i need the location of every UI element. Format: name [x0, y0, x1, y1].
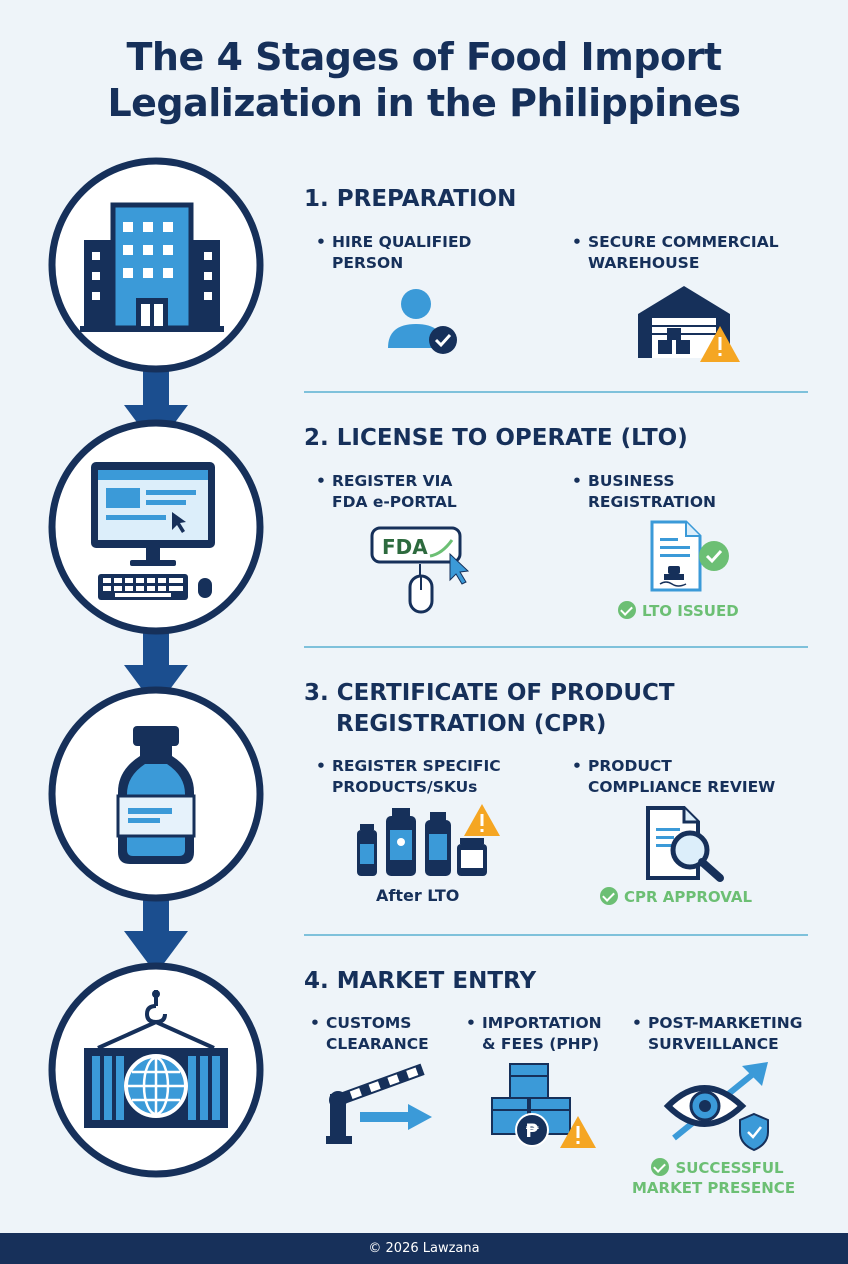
stage-1-title: 1. PREPARATION — [304, 186, 517, 212]
bottle-icon — [116, 726, 196, 864]
shipping-container-icon — [84, 990, 228, 1128]
stage-1-bullet-qualified-person: • HIRE QUALIFIED PERSON — [316, 233, 472, 272]
bottle-sku-1 — [357, 824, 377, 876]
stage-1-bullet-warehouse: • SECURE COMMERCIAL WAREHOUSE — [572, 233, 779, 272]
peso-symbol: ₱ — [525, 1120, 539, 1142]
office-building-icon — [80, 202, 224, 332]
stage-4-bullet-customs: • CUSTOMS CLEARANCE — [310, 1014, 429, 1053]
arrow-3-to-4 — [124, 896, 188, 974]
document-stamp-icon — [650, 520, 729, 592]
check-circle-icon — [600, 887, 618, 905]
eye-shield-icon — [663, 1062, 769, 1152]
title-line-1: The 4 Stages of Food Import — [126, 35, 722, 79]
stage-4-bullet-surveillance: • POST-MARKETING SURVEILLANCE — [632, 1014, 803, 1053]
divider-3 — [304, 934, 808, 936]
fda-logo-text: FDA — [382, 535, 428, 559]
bottle-sku-3 — [425, 812, 451, 876]
after-lto-caption: After LTO — [376, 886, 460, 905]
barrier-arrow-icon — [326, 1063, 432, 1144]
computer-icon — [91, 462, 215, 600]
bottle-sku-4 — [457, 838, 487, 876]
stage-4-title: 4. MARKET ENTRY — [304, 968, 537, 994]
check-circle-icon — [651, 1158, 670, 1176]
lto-issued-status: LTO ISSUED — [618, 601, 739, 621]
warehouse-warning-icon — [638, 286, 740, 362]
divider-1 — [304, 391, 808, 393]
stage-4-bullet-importation-fees: • IMPORTATION & FEES (PHP) — [466, 1014, 602, 1053]
stage-3-title: 3. CERTIFICATE OF PRODUCT REGISTRATION (… — [304, 680, 675, 737]
bottles-warning-icon — [357, 804, 500, 876]
document-search-icon — [646, 806, 724, 882]
stage-2-bullet-fda-portal: • REGISTER VIA FDA e-PORTAL — [316, 472, 457, 511]
cpr-approval-status: CPR APPROVAL — [600, 887, 752, 907]
check-circle-icon — [618, 601, 636, 619]
bottle-sku-2 — [386, 808, 416, 876]
fda-mouse-icon: FDA — [370, 526, 470, 614]
market-presence-status: SUCCESSFUL MARKET PRESENCE — [632, 1158, 796, 1197]
page-title: The 4 Stages of Food Import Legalization… — [0, 34, 848, 126]
stage-3-bullet-register-skus: • REGISTER SPECIFIC PRODUCTS/SKUs — [316, 757, 501, 796]
stage-2-bullet-business-registration: • BUSINESS REGISTRATION — [572, 472, 716, 511]
stage-2-title: 2. LICENSE TO OPERATE (LTO) — [304, 425, 688, 451]
footer-copyright: © 2026 Lawzana — [0, 1233, 848, 1264]
person-check-icon — [388, 289, 457, 354]
stage-3-bullet-compliance-review: • PRODUCT COMPLIANCE REVIEW — [572, 757, 776, 796]
title-line-2: Legalization in the Philippines — [107, 81, 741, 125]
boxes-peso-icon: ₱ — [491, 1063, 596, 1148]
divider-2 — [304, 646, 808, 648]
